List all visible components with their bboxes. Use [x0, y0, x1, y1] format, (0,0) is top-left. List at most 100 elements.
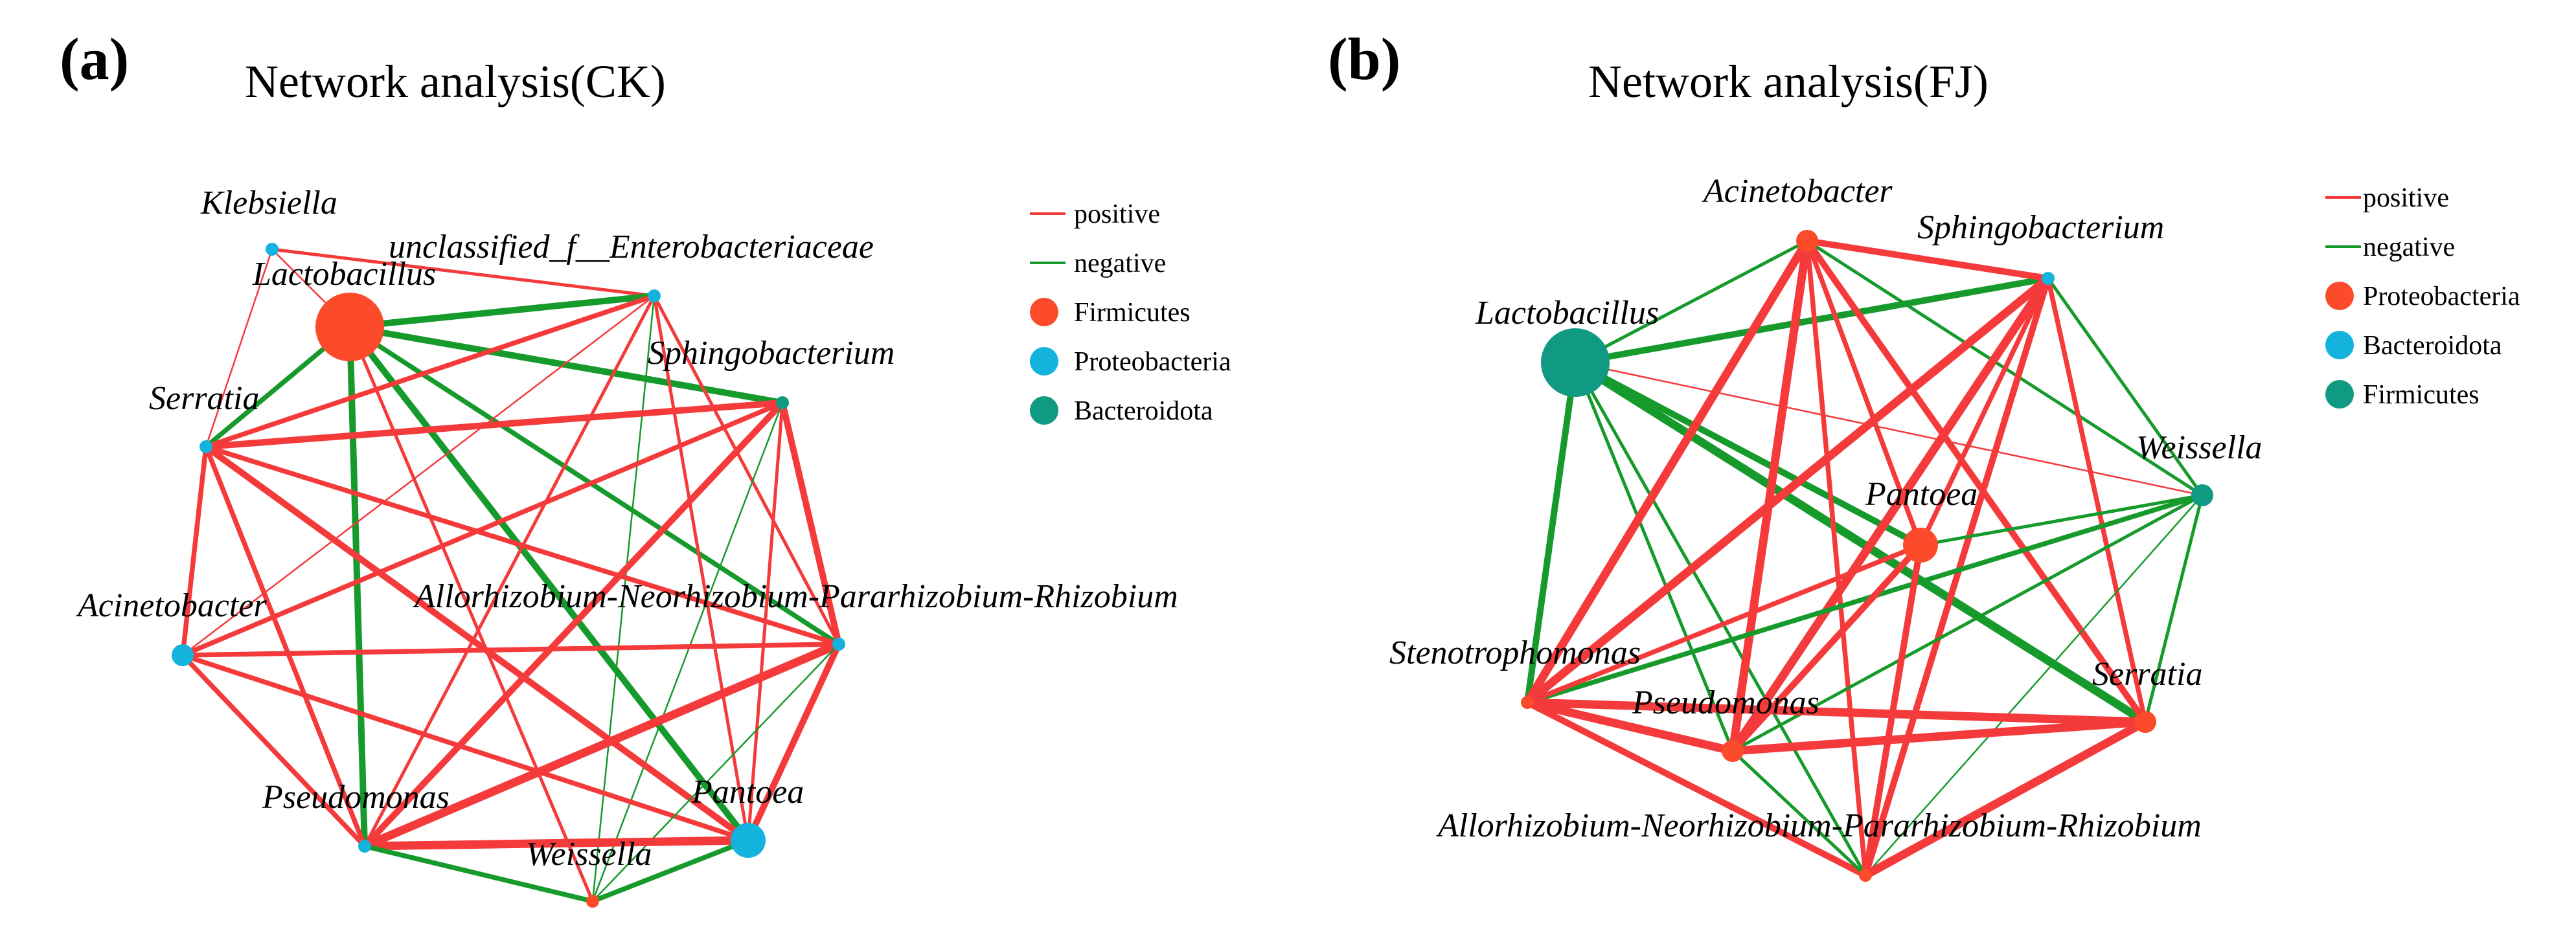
edge-positive-sphingobacterium-allorhizobium [1862, 275, 2051, 879]
node-label-weissella: Weissella [526, 836, 652, 873]
legend-swatch-Proteobacteria [1030, 347, 1058, 376]
edge-positive-sphingobacterium-stenotrophomonas [1523, 274, 2053, 707]
legend-swatch-Bacteroidota [2325, 331, 2354, 359]
legend-label: Firmicutes [2363, 380, 2479, 410]
legend-label: negative [1074, 249, 1166, 278]
edge-positive-unclassified-pseudomonas [363, 294, 656, 848]
edge-positive-pseudomonas-serratia [1728, 717, 2150, 756]
edge-negative-weissella-stenotrophomonas [1525, 493, 2205, 705]
node-label-allorhizobium: Allorhizobium-Neorhizobium-Pararhizobium… [413, 578, 1178, 615]
panel-b: (b) Network analysis(FJ) AcinetobacterSp… [1328, 26, 2520, 882]
edge-negative-allorhizobium-weissella [591, 643, 840, 903]
node-pantoea [1903, 528, 1938, 563]
node-weissella [2191, 484, 2213, 506]
legend-swatch-Proteobacteria [2325, 282, 2354, 310]
node-label-unclassified: unclassified_f__Enterobacteriaceae [389, 229, 874, 265]
node-weissella [586, 895, 599, 908]
legend: positivenegativeProteobacteriaBacteroido… [2325, 183, 2520, 410]
node-label-serratia: Serratia [149, 380, 259, 417]
edge-positive-serratia-pantoea [203, 443, 751, 844]
panel-letter: (a) [60, 26, 129, 92]
edge-negative-weissella-pantoea [590, 838, 751, 904]
edge-positive-pantoea-stenotrophomonas [1525, 543, 1923, 705]
edge-positive-acinetobacter-allorhizobium [1805, 238, 1868, 878]
edge-positive-unclassified-acinetobacter [181, 295, 655, 656]
node-label-acinetobacter: Acinetobacter [76, 587, 267, 624]
edge-negative-unclassified-weissella [591, 295, 655, 903]
edge-negative-lactobacillus-allorhizobium [347, 324, 841, 647]
edge-negative-lactobacillus-sphingobacterium [1572, 275, 2051, 366]
edge-positive-stenotrophomonas-allorhizobium [1524, 699, 1869, 879]
node-acinetobacter [1796, 230, 1818, 252]
edge-positive-acinetobacter-allorhizobium [180, 642, 841, 658]
edge-positive-unclassified-pantoea [652, 294, 750, 842]
node-label-allorhizobium: Allorhizobium-Neorhizobium-Pararhizobium… [1436, 807, 2202, 844]
edge-negative-lactobacillus-sphingobacterium [347, 324, 786, 406]
node-klebsiella [266, 243, 279, 256]
edge-positive-pantoea-pseudomonas [1729, 542, 1924, 754]
node-lactobacillus [1541, 328, 1610, 397]
node-sphingobacterium [776, 396, 789, 409]
edge-negative-lactobacillus-acinetobacter [1573, 239, 1809, 364]
edge-positive-serratia-acinetobacter [180, 444, 209, 658]
edge-negative-weissella-pantoea [1919, 493, 2204, 547]
edge-negative-lactobacillus-serratia [1571, 358, 2150, 726]
node-unclassified [648, 289, 661, 302]
node-layer: KlebsiellaLactobacillusunclassified_f__E… [76, 185, 1178, 908]
node-label-lactobacillus: Lactobacillus [252, 256, 436, 293]
node-pantoea [731, 823, 766, 858]
node-allorhizobium [832, 638, 845, 651]
node-label-lactobacillus: Lactobacillus [1475, 295, 1659, 331]
edge-positive-sphingobacterium-pantoea [1918, 276, 2051, 548]
edge-negative-lactobacillus-pantoea [1572, 359, 1924, 548]
node-label-pseudomonas: Pseudomonas [1632, 684, 1819, 721]
edge-positive-serratia-allorhizobium [1861, 717, 2150, 880]
edge-positive-unclassified-allorhizobium [652, 294, 841, 646]
node-serratia [199, 440, 212, 453]
edge-positive-lactobacillus-weissella [348, 325, 595, 903]
node-pseudomonas [358, 840, 371, 853]
edge-positive-allorhizobium-pantoea [745, 641, 842, 844]
node-serratia [2134, 711, 2156, 733]
edge-positive-sphingobacterium-pseudomonas [1728, 274, 2053, 756]
edge-positive-sphingobacterium-serratia [2046, 276, 2148, 724]
node-label-pantoea: Pantoea [691, 774, 804, 811]
node-sphingobacterium [2042, 272, 2055, 285]
legend-label: negative [2363, 232, 2455, 262]
edge-negative-lactobacillus-pseudomonas [347, 324, 368, 849]
edge-negative-sphingobacterium-weissella [591, 401, 784, 903]
panel-letter: (b) [1328, 26, 1400, 92]
legend-label: Bacteroidota [1074, 396, 1213, 426]
edge-positive-sphingobacterium-allorhizobium [779, 399, 842, 647]
edge-positive-serratia-pseudomonas [203, 444, 367, 849]
edge-positive-klebsiella-serratia [205, 248, 273, 448]
node-label-acinetobacter: Acinetobacter [1702, 173, 1893, 210]
node-layer: AcinetobacterSphingobacteriumLactobacill… [1389, 173, 2263, 882]
legend-swatch-Firmicutes [1030, 298, 1058, 326]
node-pseudomonas [1722, 740, 1744, 762]
edge-positive-sphingobacterium-serratia [203, 399, 786, 450]
legend-label: Proteobacteria [1074, 347, 1231, 377]
node-stenotrophomonas [1521, 696, 1534, 709]
edge-positive-acinetobacter-stenotrophomonas [1523, 236, 1812, 707]
node-label-sphingobacterium: Sphingobacterium [648, 335, 895, 372]
node-label-pseudomonas: Pseudomonas [262, 779, 450, 816]
edge-positive-acinetobacter-pseudomonas [1728, 236, 1812, 756]
edge-negative-sphingobacterium-weissella [2046, 276, 2204, 497]
node-label-stenotrophomonas: Stenotrophomonas [1389, 634, 1641, 671]
edge-positive-stenotrophomonas-serratia [1523, 698, 2150, 726]
edge-negative-pseudomonas-allorhizobium [1731, 749, 1867, 877]
edge-negative-lactobacillus-pseudomonas [1573, 361, 1735, 753]
node-acinetobacter [172, 644, 194, 666]
edge-negative-weissella-serratia [2143, 493, 2204, 724]
legend: positivenegativeFirmicutesProteobacteria… [1030, 199, 1231, 426]
legend-label: Proteobacteria [2363, 282, 2520, 311]
edge-negative-lactobacillus-unclassified [347, 293, 657, 330]
edge-positive-unclassified-serratia [203, 293, 657, 449]
node-label-sphingobacterium: Sphingobacterium [1917, 209, 2164, 246]
legend-label: positive [2363, 183, 2449, 213]
legend-swatch-Bacteroidota [1030, 396, 1058, 425]
edge-positive-acinetobacter-serratia [1804, 238, 2149, 725]
edge-positive-stenotrophomonas-pseudomonas [1523, 698, 1737, 756]
